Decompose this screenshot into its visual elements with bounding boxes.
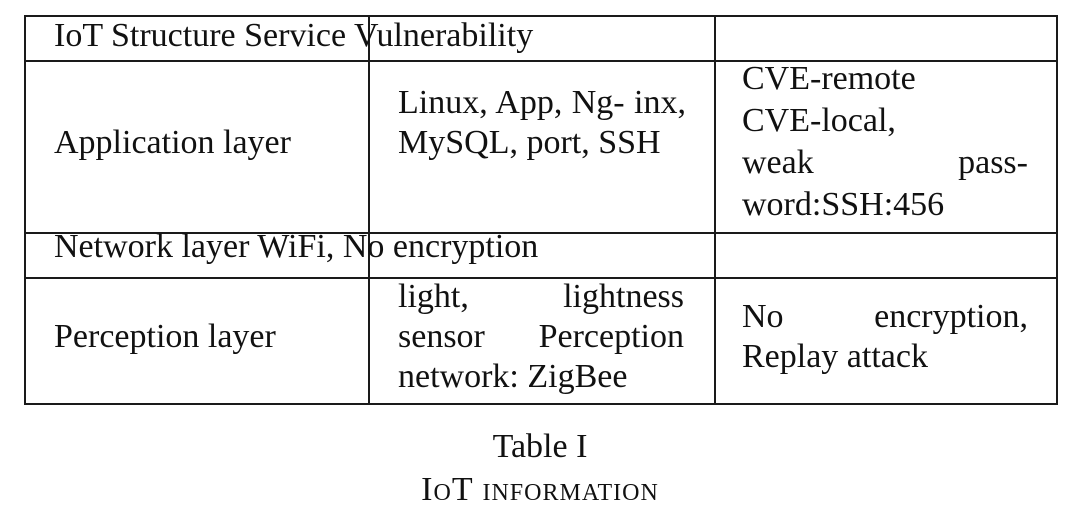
application-layer-services: Linux, App, Ng- inx, MySQL, port, SSH <box>398 84 686 161</box>
network-layer-row-text: Network layer WiFi, No encryption <box>54 228 539 265</box>
table-caption-subtitle: IoT information <box>421 471 659 508</box>
perception-layer-services: light, lightness sensor Perception netwo… <box>398 278 684 395</box>
row-divider-3 <box>24 277 1058 279</box>
application-layer-vuln-line-4: word:SSH:456 <box>742 186 945 223</box>
column-divider-2 <box>714 15 716 405</box>
application-layer-vuln-line-3: weak pass- <box>742 144 1028 181</box>
header-row-text: IoT Structure Service Vulnerability <box>54 17 534 54</box>
table-border-left <box>24 15 26 405</box>
column-divider-1 <box>368 15 370 405</box>
table-border-right <box>1056 15 1058 405</box>
row-divider-1 <box>24 60 1058 62</box>
table-border-top <box>24 15 1058 17</box>
application-layer-vuln-line-2: CVE-local, <box>742 102 896 139</box>
table-border-bottom <box>24 403 1058 405</box>
table-caption-title: Table I <box>492 428 588 465</box>
row-divider-2 <box>24 232 1058 234</box>
iot-table: IoT Structure Service Vulnerability Appl… <box>24 15 1058 405</box>
perception-layer-label: Perception layer <box>54 318 276 355</box>
application-layer-vuln-line-1: CVE-remote <box>742 60 916 97</box>
application-layer-label: Application layer <box>54 124 291 161</box>
perception-layer-vulnerability: No encryption, Replay attack <box>742 298 1028 375</box>
